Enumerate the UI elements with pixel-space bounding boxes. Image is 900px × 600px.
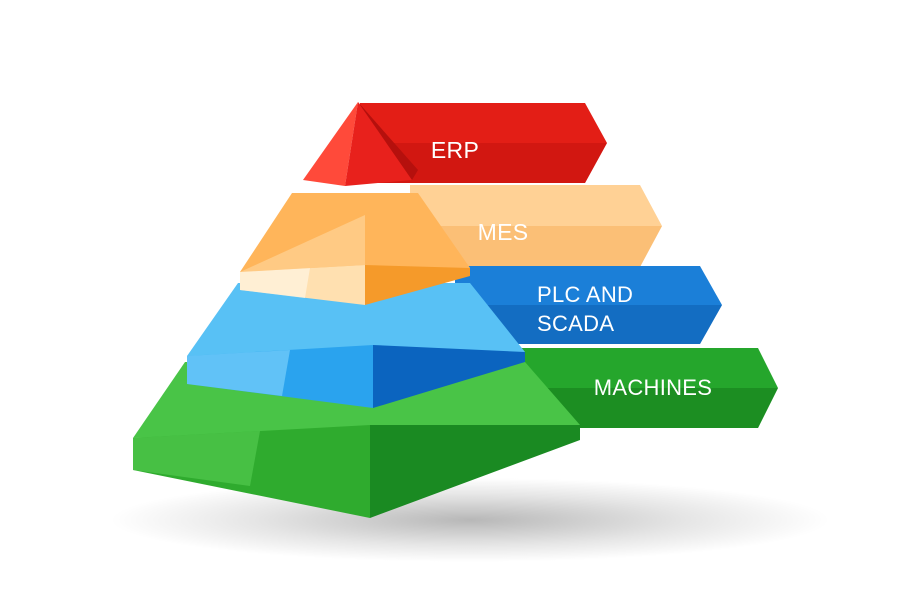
banner-mes: MES — [410, 185, 662, 267]
tier-plc-scada-top — [187, 283, 525, 356]
tier-plc-scada-left-highlight — [187, 350, 290, 396]
banner-machines-shade — [520, 388, 778, 428]
tier-label-plc-scada-2: SCADA — [537, 311, 614, 336]
tier-mes-left-highlight — [240, 268, 310, 298]
tier-mes-front — [240, 215, 365, 272]
tier-erp-left-face — [303, 102, 358, 186]
banner-machines: MACHINES — [520, 348, 778, 428]
tier-erp-front-face — [345, 102, 412, 186]
banner-erp-shade — [360, 143, 607, 183]
tier-label-machines: MACHINES — [594, 375, 713, 400]
tier-machines-right-face — [370, 425, 580, 518]
tier-plc-scada — [187, 283, 525, 408]
tier-mes-right-face — [365, 265, 470, 305]
tier-label-erp: ERP — [431, 137, 479, 163]
tier-mes — [240, 193, 470, 305]
ground-shadow — [110, 478, 830, 562]
banner-plc-scada-shade — [455, 305, 722, 344]
tier-erp — [303, 102, 418, 186]
tier-plc-scada-right-face — [373, 345, 525, 408]
banner-plc-scada: PLC AND SCADA — [455, 266, 722, 344]
banner-erp: ERP — [360, 103, 607, 183]
tier-label-plc-scada-1: PLC AND — [537, 282, 633, 307]
banner-mes-shade — [410, 226, 662, 267]
tier-label-mes: MES — [478, 219, 529, 245]
tier-machines-left-highlight — [133, 431, 260, 486]
tier-erp-right-face — [358, 102, 418, 180]
